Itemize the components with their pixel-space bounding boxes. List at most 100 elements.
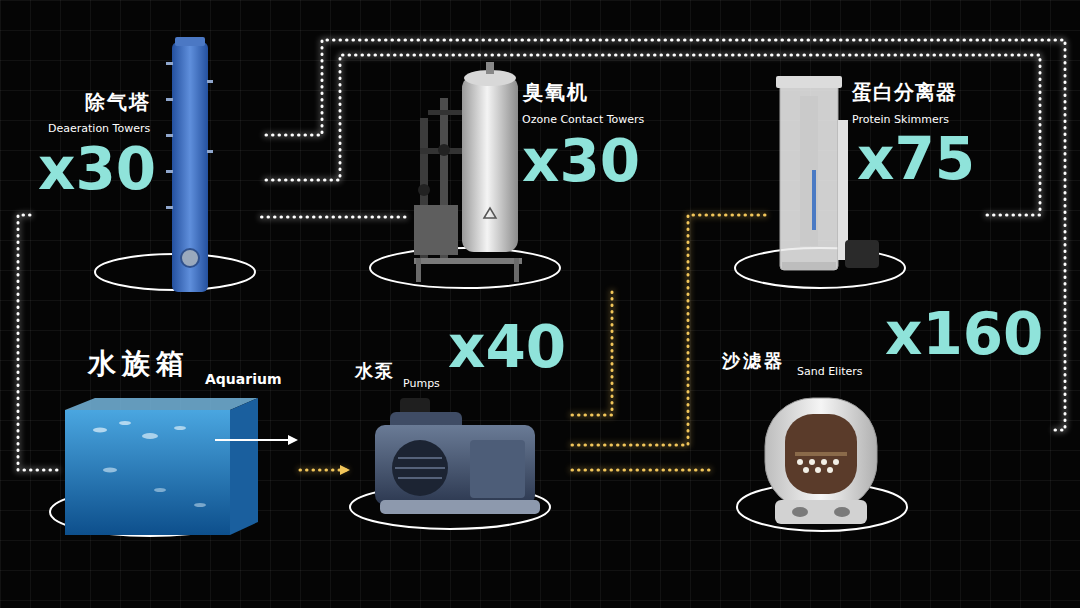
dotted-pipe <box>260 55 1040 215</box>
aquarium-tank-part <box>119 421 131 425</box>
base-rings-part <box>370 248 560 288</box>
deaeration-tower-part <box>172 42 208 292</box>
ozone-unit-part <box>414 258 522 264</box>
ozone-unit-part <box>486 62 494 74</box>
aquarium-tank-part <box>194 503 206 507</box>
deaeration-tower-part <box>166 206 173 209</box>
device-name: 水泵 <box>355 362 395 380</box>
dotted-pipe <box>18 215 60 470</box>
sand-filter <box>765 398 877 524</box>
aquarium-tank-part <box>93 428 107 433</box>
ozone-unit-part <box>462 76 518 252</box>
protein-skimmer-part <box>800 96 818 246</box>
device-group: 沙滤器 Sand Eliters x160 <box>715 300 1055 540</box>
aquarium-tank-part <box>215 439 290 441</box>
count-number: x160 <box>885 305 1043 363</box>
sand-filter-part <box>833 459 839 465</box>
count-number: x40 <box>448 318 566 376</box>
count-number: x30 <box>38 140 156 198</box>
water-pump-part <box>380 500 540 514</box>
sand-filter-part <box>821 459 827 465</box>
deaeration-tower-part <box>166 170 173 173</box>
ozone-unit-part <box>428 110 462 115</box>
sand-filter-part <box>809 459 815 465</box>
ozone-unit <box>414 62 522 282</box>
count-number: x75 <box>857 130 975 188</box>
deaeration-tower-part <box>181 249 199 267</box>
water-pump-part <box>392 440 448 496</box>
aquarium-tank-part <box>288 435 298 445</box>
ozone-unit-part <box>414 205 458 255</box>
sand-filter-part <box>785 414 857 494</box>
deaeration-tower-part <box>207 150 213 153</box>
connector <box>260 217 405 218</box>
deaeration-tower-part <box>166 62 173 65</box>
device-group: 蛋白分离器 Protein Skimmers x75 <box>765 62 987 292</box>
dotted-pipe <box>572 215 765 445</box>
deaeration-tower <box>166 37 213 292</box>
aquarium-tank-part <box>174 426 186 430</box>
aquarium-tank-part <box>154 488 166 492</box>
device-name: 臭氧机 <box>523 82 589 102</box>
device-group: 臭氧机Ozone Contact Towersx30 <box>405 62 665 292</box>
ozone-unit-part <box>418 184 430 196</box>
device-name-en: Pumps <box>403 378 440 389</box>
protein-skimmer-part <box>782 262 836 270</box>
connector <box>300 465 350 475</box>
connector <box>18 215 60 470</box>
deaeration-tower-part <box>207 80 213 83</box>
connector <box>572 215 765 445</box>
aquarium-tank-part <box>65 410 230 535</box>
protein-skimmer-part <box>845 240 879 268</box>
ozone-unit-part <box>438 144 450 156</box>
device-name-en: Aquarium <box>205 372 282 386</box>
protein-skimmer-part <box>776 76 842 88</box>
dotted-pipe <box>260 216 405 219</box>
aquarium-tank-part <box>65 398 258 410</box>
water-pump-part <box>375 425 535 505</box>
connector <box>572 292 612 415</box>
water-pump-part <box>398 457 442 459</box>
deaeration-tower-part <box>166 134 173 137</box>
device-group: 水泵 Pumps x40 <box>350 312 572 532</box>
device-name: 水族箱 <box>88 350 190 378</box>
deaeration-tower-part <box>175 37 205 46</box>
count-number: x30 <box>522 132 640 190</box>
water-pump-part <box>398 477 442 479</box>
deaeration-tower-part <box>166 98 173 101</box>
sand-filter-part <box>795 452 847 456</box>
sand-filter-part <box>827 467 833 473</box>
water-pump-part <box>470 440 525 498</box>
device-name: 沙滤器 <box>722 352 785 370</box>
protein-skimmer-part <box>838 120 848 260</box>
ozone-unit-part <box>484 208 496 218</box>
device-name-en: Protein Skimmers <box>852 114 949 125</box>
dotted-pipe <box>260 40 1065 430</box>
sand-filter-part <box>815 467 821 473</box>
sand-filter-part <box>775 500 867 524</box>
arrow-head <box>340 465 350 475</box>
sand-filter-part <box>792 507 808 517</box>
sand-filter-part <box>765 398 877 510</box>
device-group: 水族箱 Aquarium <box>60 340 300 540</box>
sand-filter-part <box>797 459 803 465</box>
dotted-pipe <box>572 292 612 415</box>
protein-skimmer-part <box>780 82 838 270</box>
protein-skimmer-part <box>812 170 816 230</box>
aquarium-tank-part <box>103 468 117 473</box>
connector <box>260 55 1040 215</box>
device-name-en: Deaeration Towers <box>48 123 150 134</box>
aquarium-tank-part <box>142 433 158 439</box>
device-name-en: Sand Eliters <box>797 366 863 377</box>
ozone-unit-part <box>416 258 421 282</box>
aquarium-tank <box>65 398 298 535</box>
water-pump-part <box>395 467 445 469</box>
connector <box>572 470 715 471</box>
device-name: 蛋白分离器 <box>852 82 957 102</box>
device-group: 除气塔 Deaeration Towers x30 <box>30 35 260 300</box>
aquarium-tank-part <box>230 398 258 535</box>
device-name: 除气塔 <box>85 92 151 112</box>
water-pump <box>375 398 540 514</box>
dotted-pipe <box>572 469 715 472</box>
